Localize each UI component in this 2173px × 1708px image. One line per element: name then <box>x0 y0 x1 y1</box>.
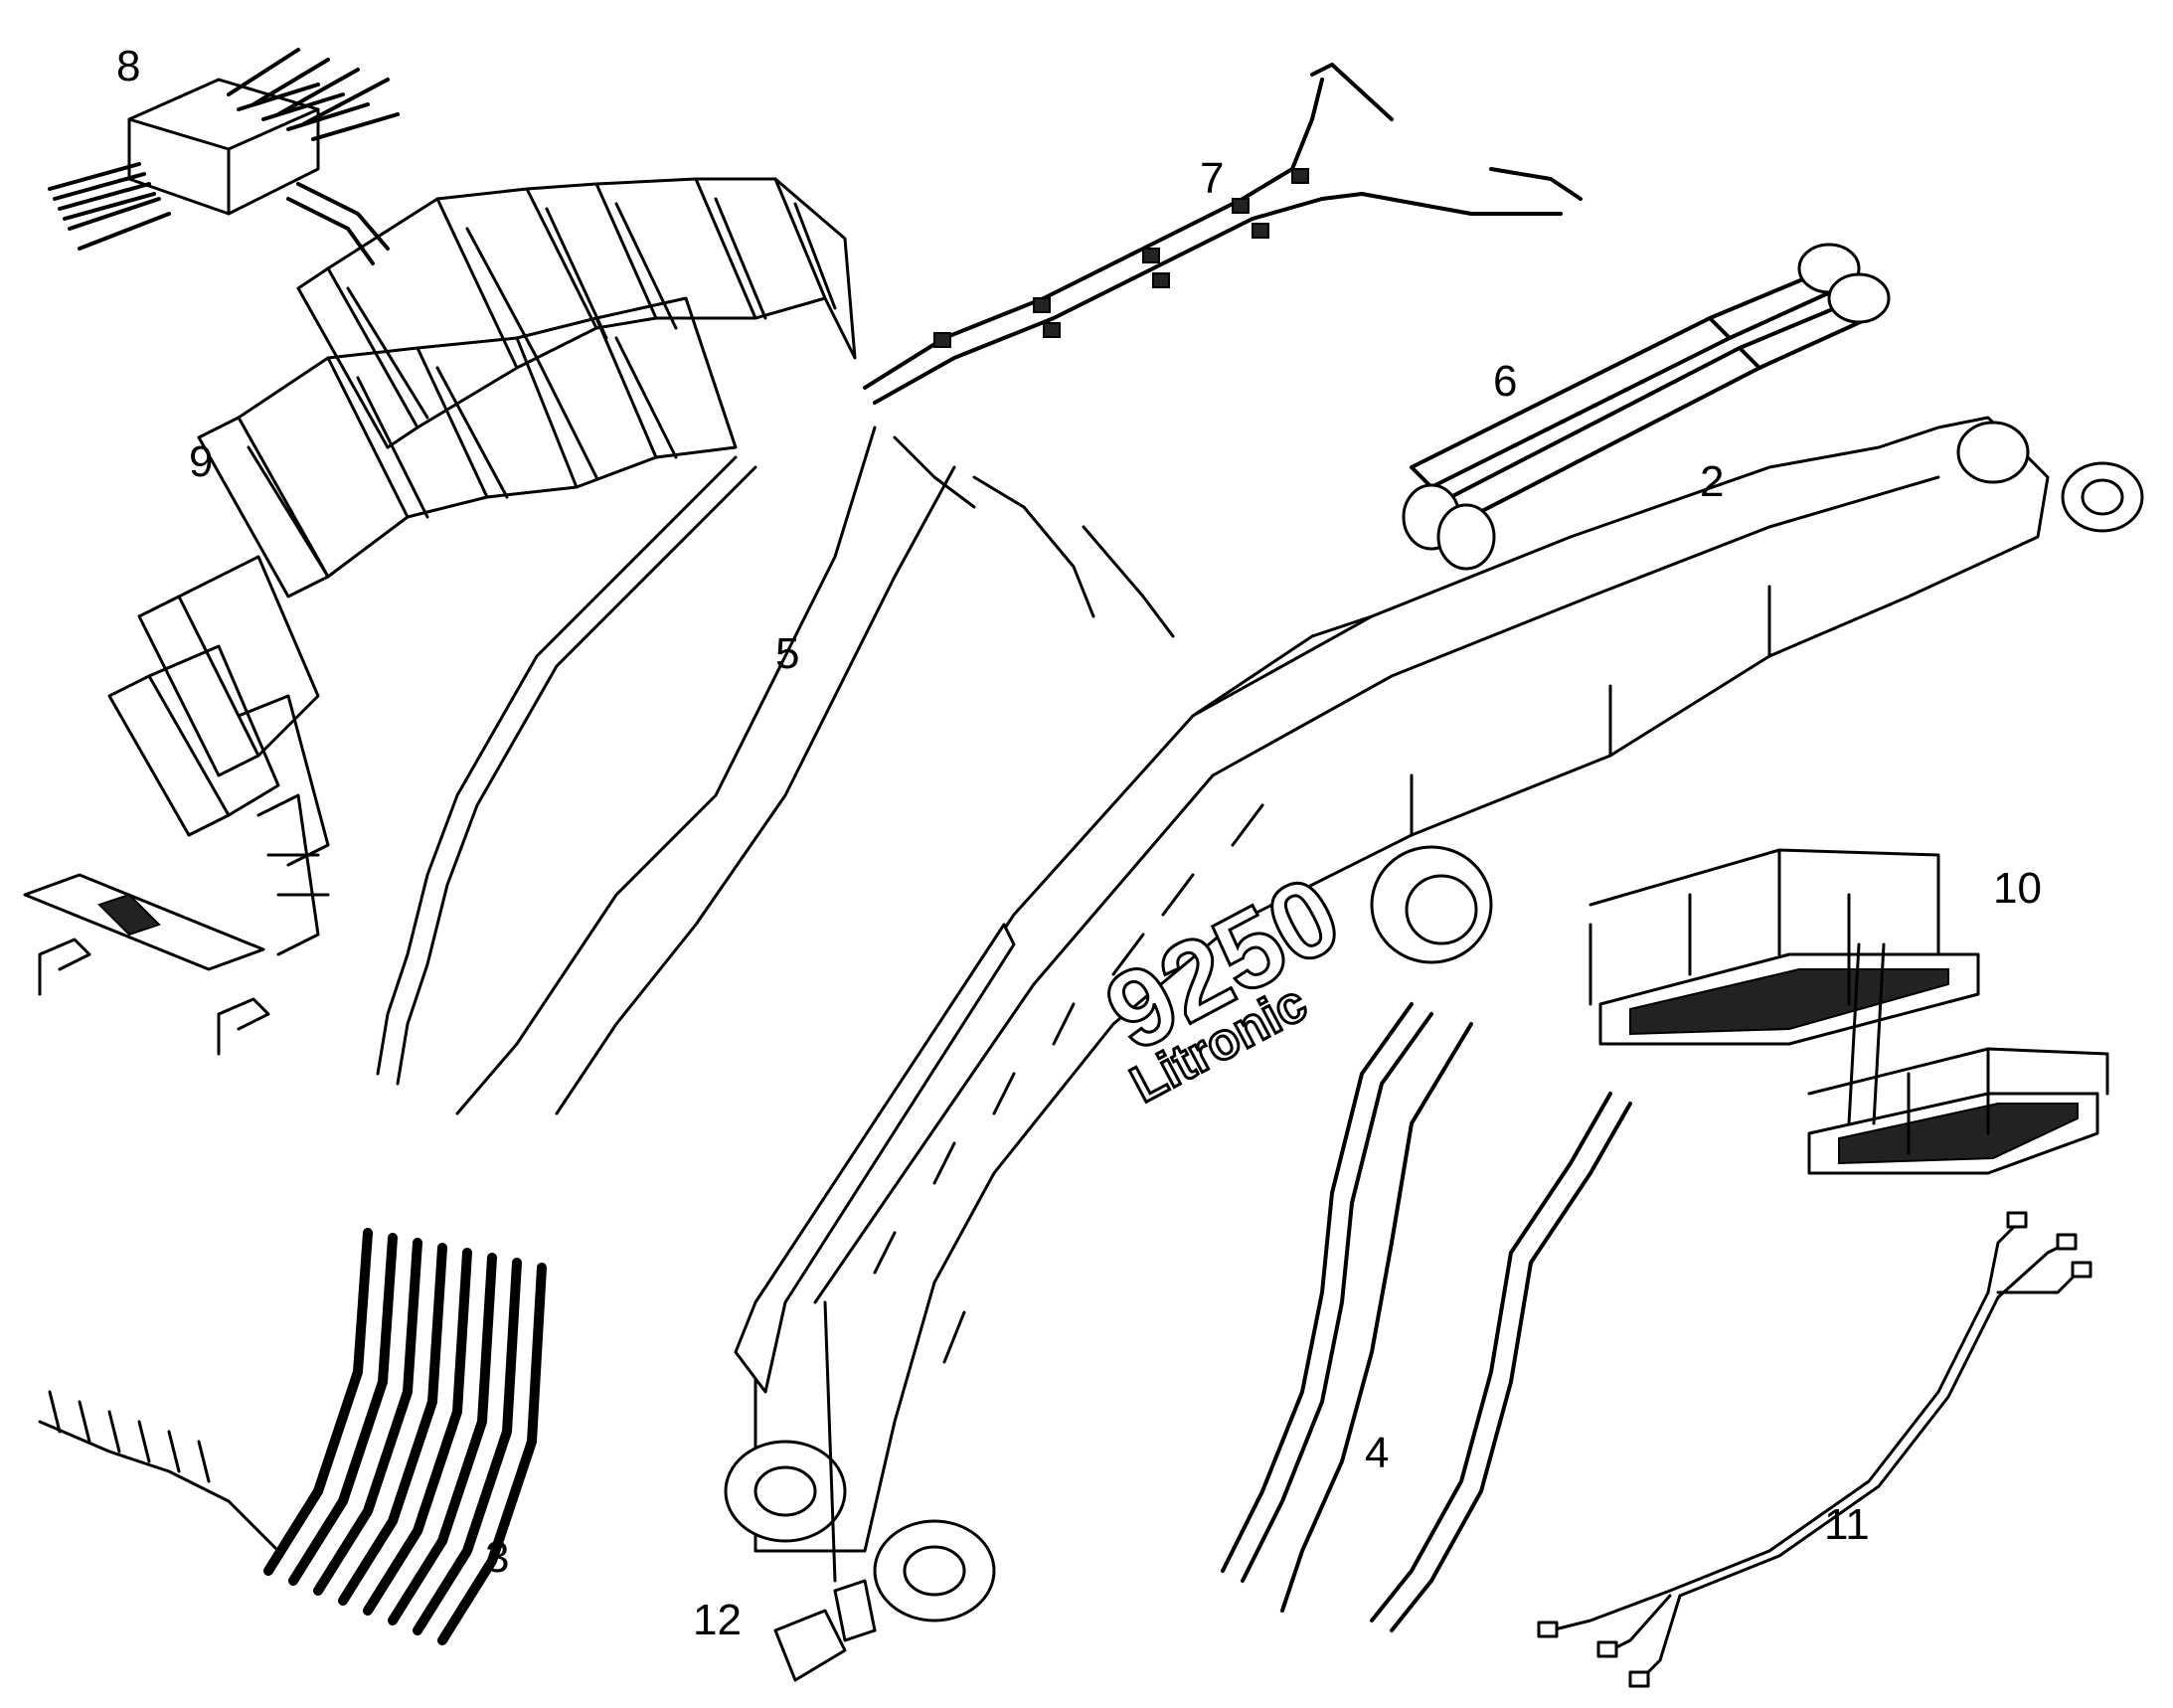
callout-5: 5 <box>775 629 800 678</box>
callout-9: 9 <box>189 437 214 486</box>
part-10-platforms <box>1588 848 2109 1175</box>
callout-7: 7 <box>1200 154 1225 203</box>
callout-11: 11 <box>1824 1500 1870 1549</box>
callout-3: 3 <box>485 1533 510 1582</box>
part-5-hose-lines <box>376 426 1175 1115</box>
part-4-hose-pairs <box>1221 1002 1632 1632</box>
callout-10: 10 <box>1993 864 2042 913</box>
cover-plate <box>23 873 270 1056</box>
part-12-bracket <box>773 1300 877 1682</box>
part-8-valve-block <box>48 48 400 265</box>
part-3-hose-bundle <box>38 1228 547 1645</box>
part-6-hydraulic-cylinders <box>1402 243 1891 571</box>
callout-12: 12 <box>693 1596 742 1644</box>
callout-4: 4 <box>1365 1429 1390 1477</box>
callout-2: 2 <box>1700 457 1725 506</box>
part-9-handrail-set <box>107 177 857 956</box>
callout-8: 8 <box>116 42 141 90</box>
part-7-pipe-lines <box>863 63 1583 405</box>
part-11-cable-harness <box>1537 1211 2092 1688</box>
callout-6: 6 <box>1493 357 1518 406</box>
part-2-boom: 9250 Litronic <box>724 416 2144 1623</box>
